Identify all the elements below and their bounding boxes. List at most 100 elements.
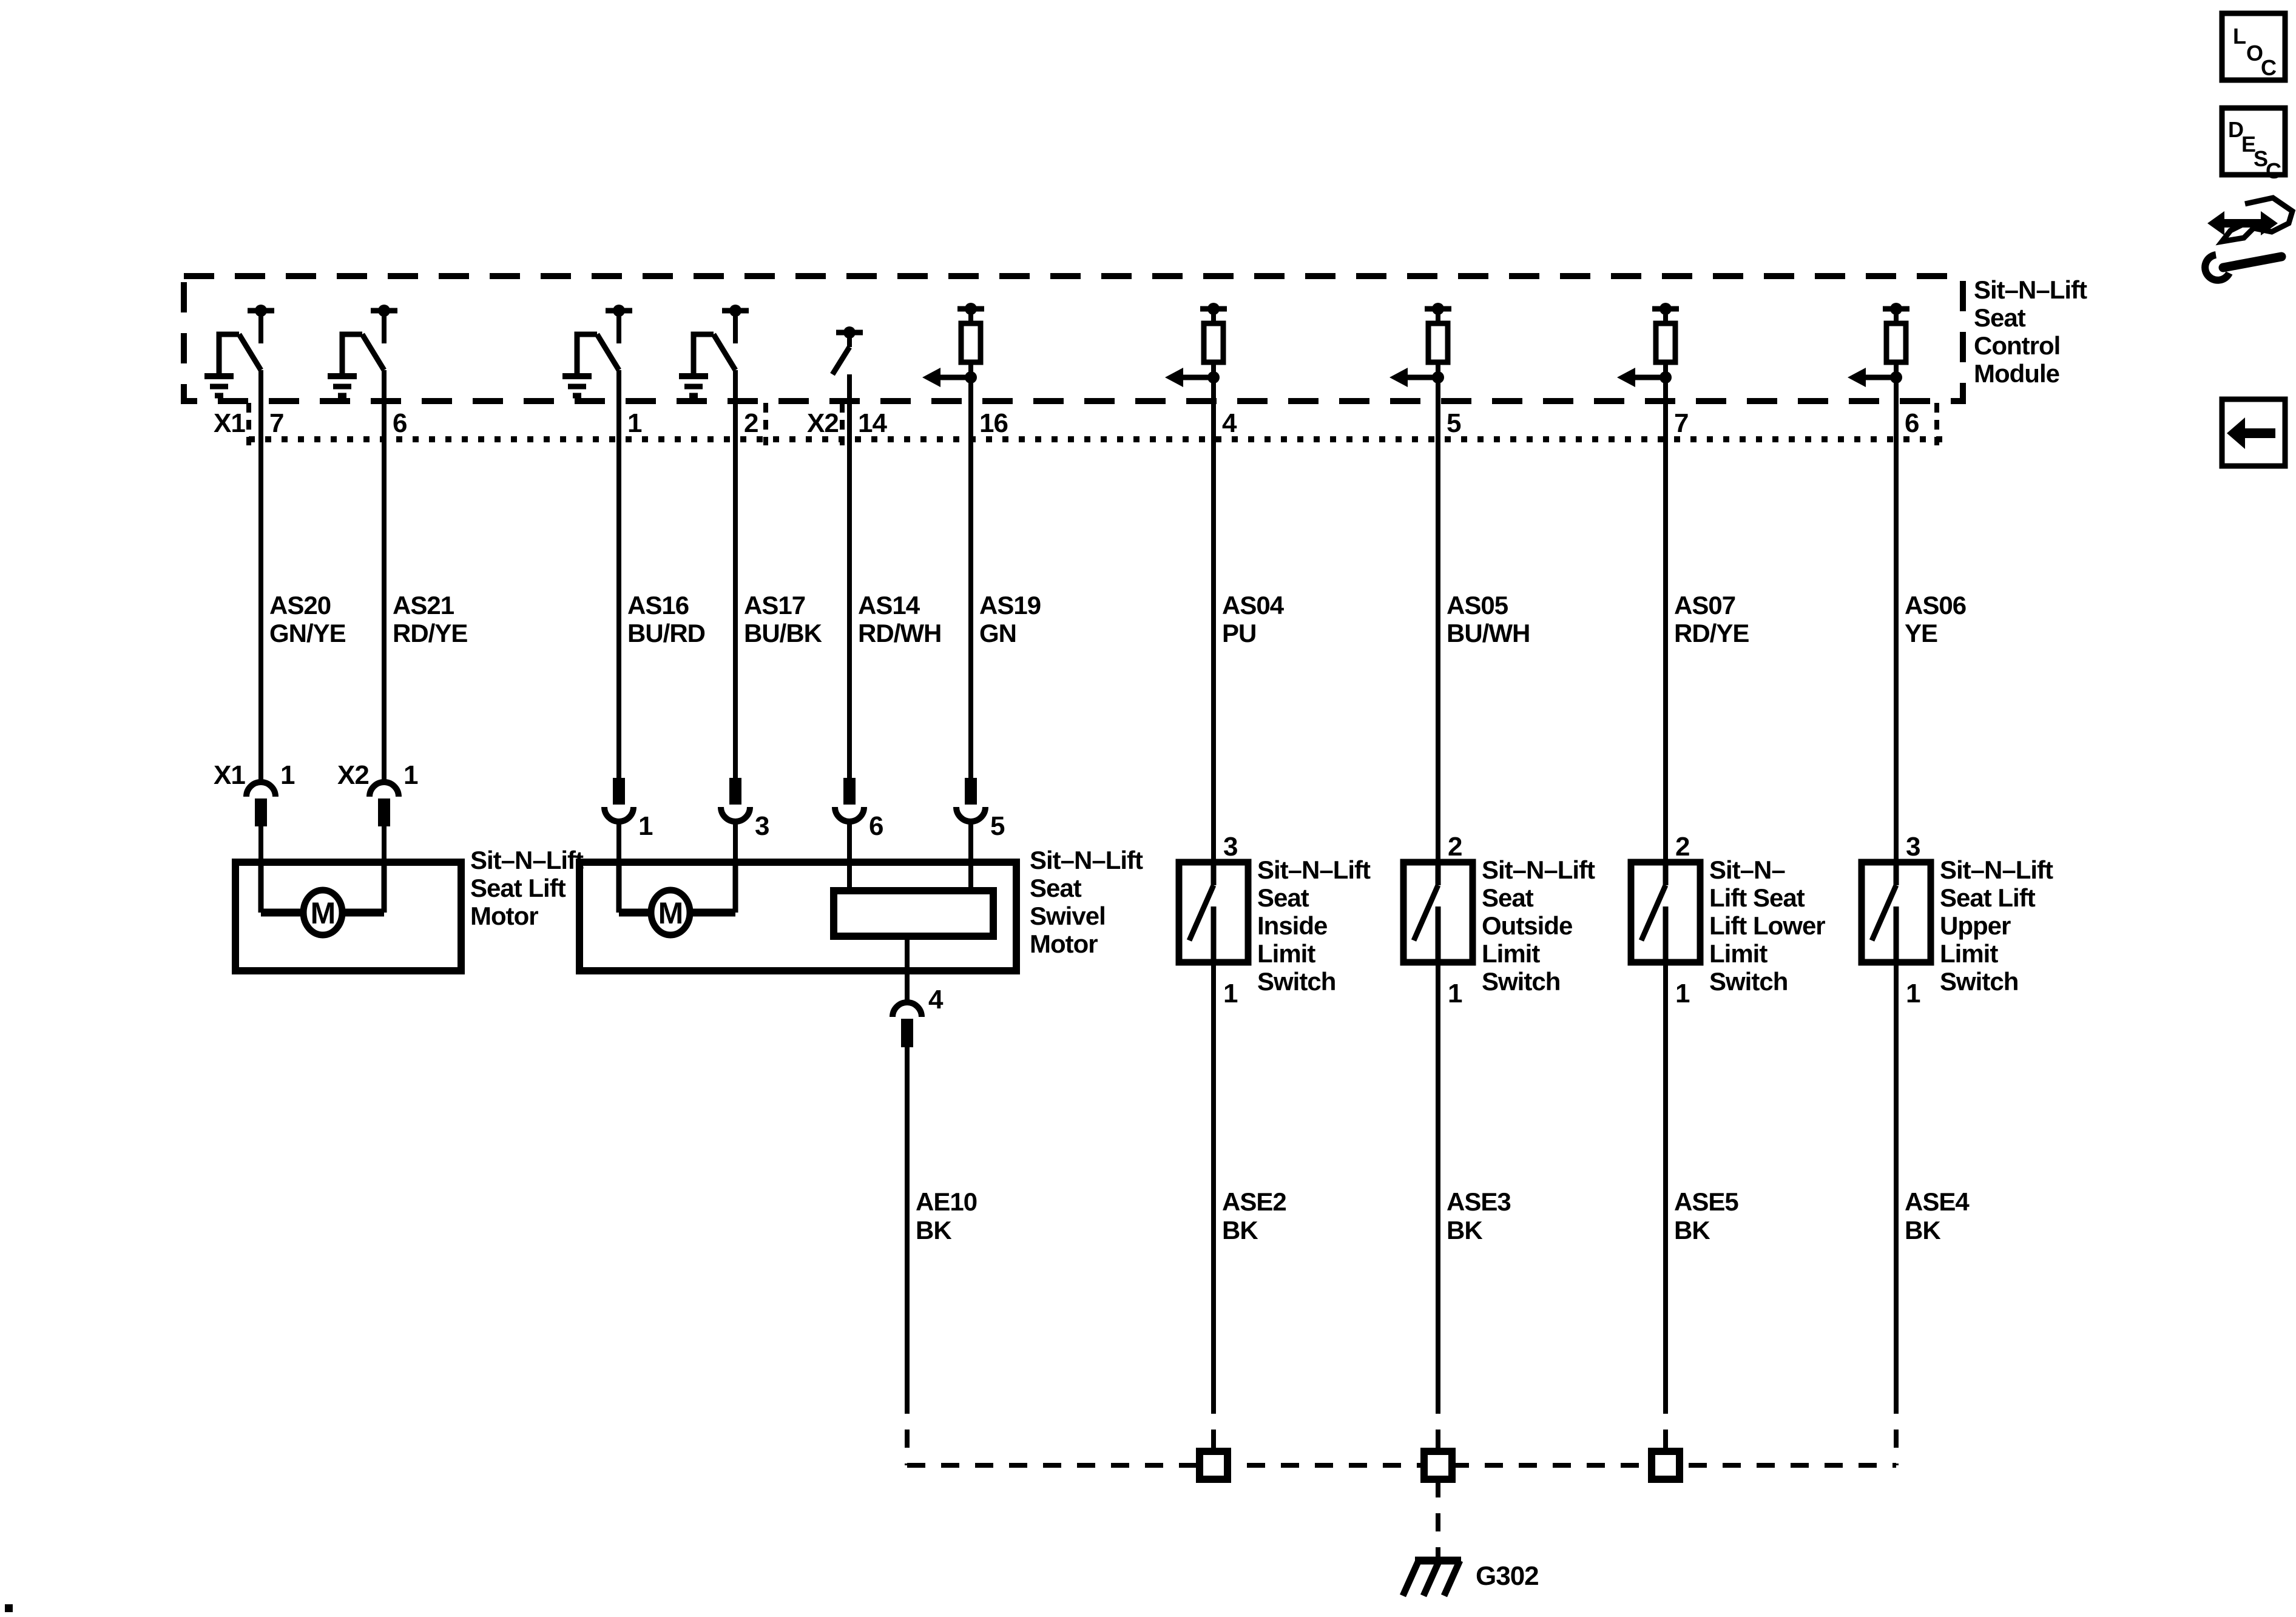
svg-text:D: D xyxy=(2228,117,2243,142)
svg-text:ASE5: ASE5 xyxy=(1674,1187,1738,1216)
module-pin: 1 xyxy=(627,408,642,438)
wire-labels-upper: AS20 GN/YE AS21 RD/YE AS16 BU/RD AS17 BU… xyxy=(269,591,1967,647)
module-pin: 7 xyxy=(269,408,283,438)
motor-letter: M xyxy=(658,896,683,930)
switch-top-pin: 3 xyxy=(1223,832,1237,862)
sense-input-resistor-1 xyxy=(922,303,984,388)
module-pin: 5 xyxy=(1447,408,1461,438)
svg-text:AS14: AS14 xyxy=(858,591,920,619)
seat-inside-limit-switch: 3 1 Sit–N–Lift Seat Inside Limit Switch xyxy=(1175,832,1371,1008)
wire-label-color: BK xyxy=(916,1216,951,1244)
svg-text:ASE2: ASE2 xyxy=(1222,1187,1286,1216)
ground-wires: AE10 BK ASE2 BK ASE3 BK ASE5 BK ASE4 BK … xyxy=(905,962,1970,1598)
inline-connectors: X1 1 X2 1 1 3 6 5 xyxy=(214,760,1005,891)
svg-text:Switch: Switch xyxy=(1940,967,2018,996)
svg-text:Control: Control xyxy=(1974,331,2060,360)
loc-button[interactable]: L O C xyxy=(2219,10,2288,83)
svg-text:Inside: Inside xyxy=(1257,911,1327,940)
svg-text:1: 1 xyxy=(1675,979,1690,1008)
svg-text:ASE3: ASE3 xyxy=(1447,1187,1511,1216)
connector-x1-pin-number: 1 xyxy=(280,760,295,790)
module-pin-row: X1 X2 7 6 1 2 14 16 4 5 7 6 xyxy=(214,403,1945,445)
connector-x2-pin-number: 1 xyxy=(403,760,418,790)
svg-text:5: 5 xyxy=(990,811,1005,841)
svg-text:Seat Lift: Seat Lift xyxy=(1940,883,2036,912)
sense-input-resistor-4 xyxy=(1617,303,1679,388)
module-pin: 16 xyxy=(979,408,1008,438)
svg-text:1: 1 xyxy=(638,811,653,841)
svg-text:Sit–N–: Sit–N– xyxy=(1709,856,1785,884)
sidebar: L O C D E S C xyxy=(2201,10,2296,469)
svg-text:Lift Lower: Lift Lower xyxy=(1709,911,1825,940)
svg-text:GN: GN xyxy=(979,619,1016,647)
module-connector-x2-label: X2 xyxy=(807,408,839,438)
svg-text:3: 3 xyxy=(755,811,769,841)
ground-label: G302 xyxy=(1476,1561,1539,1591)
svg-text:Seat: Seat xyxy=(1974,303,2026,332)
ground-splice xyxy=(1420,1448,1456,1483)
ground-splice xyxy=(1648,1448,1683,1483)
svg-text:BK: BK xyxy=(1905,1216,1940,1244)
connector-x1-label: X1 xyxy=(214,760,245,790)
wire-label-color: GN/YE xyxy=(269,619,346,647)
svg-text:BK: BK xyxy=(1674,1216,1710,1244)
svg-text:Sit–N–Lift: Sit–N–Lift xyxy=(1482,856,1595,884)
svg-text:Sit–N–Lift: Sit–N–Lift xyxy=(1940,856,2053,884)
svg-text:3: 3 xyxy=(1906,832,1920,862)
wrench-icon xyxy=(2201,251,2233,284)
motor-symbol xyxy=(300,886,346,939)
svg-text:Limit: Limit xyxy=(1482,939,1540,968)
driver-ground-switch-1 xyxy=(204,305,274,396)
svg-text:Limit: Limit xyxy=(1940,939,1998,968)
desc-button[interactable]: D E S C xyxy=(2219,105,2288,183)
driver-ground-switch-4 xyxy=(679,305,749,396)
svg-text:AS17: AS17 xyxy=(744,591,805,619)
svg-text:AS07: AS07 xyxy=(1674,591,1735,619)
svg-text:RD/YE: RD/YE xyxy=(1674,619,1749,647)
module-pin: 14 xyxy=(858,408,887,438)
svg-text:Module: Module xyxy=(1974,359,2059,388)
pointer-outline-icon xyxy=(2215,195,2296,246)
limit-switches: 3 1 Sit–N–Lift Seat Inside Limit Switch … xyxy=(1175,832,2054,1008)
svg-text:Lift Seat: Lift Seat xyxy=(1709,883,1805,912)
svg-text:Motor: Motor xyxy=(470,902,538,930)
sense-input-resistor-2 xyxy=(1165,303,1227,388)
seat-swivel-motor: M Sit–N–Lift Seat Swivel Motor 4 xyxy=(576,846,1144,1047)
connector-x1-arc xyxy=(243,779,279,797)
back-button[interactable] xyxy=(2219,396,2288,469)
lift-motor-outline xyxy=(232,859,465,974)
svg-text:C: C xyxy=(2261,55,2277,80)
back-arrow-icon xyxy=(2245,428,2275,438)
svg-text:Outside: Outside xyxy=(1482,911,1572,940)
ground-g302: G302 xyxy=(1399,1479,1539,1598)
svg-text:BU/BK: BU/BK xyxy=(744,619,822,647)
svg-text:E: E xyxy=(2241,132,2255,157)
svg-text:2: 2 xyxy=(1448,832,1462,862)
svg-text:AS06: AS06 xyxy=(1905,591,1966,619)
service-jump-icon[interactable] xyxy=(2201,195,2296,284)
svg-text:AS05: AS05 xyxy=(1447,591,1508,619)
svg-text:Limit: Limit xyxy=(1709,939,1768,968)
module-pin: 7 xyxy=(1674,408,1688,438)
wire-label-id: AE10 xyxy=(916,1187,977,1216)
svg-text:Motor: Motor xyxy=(1030,930,1098,958)
connector-x2-arc xyxy=(366,779,402,797)
module-pin: 6 xyxy=(393,408,407,438)
connector-x2-label: X2 xyxy=(337,760,369,790)
driver-open-switch xyxy=(832,326,863,374)
svg-text:PU: PU xyxy=(1222,619,1256,647)
svg-text:AS19: AS19 xyxy=(979,591,1041,619)
svg-text:1: 1 xyxy=(1448,979,1462,1008)
module-pin: 6 xyxy=(1905,408,1919,438)
svg-text:Switch: Switch xyxy=(1709,967,1788,996)
svg-text:BU/WH: BU/WH xyxy=(1447,619,1530,647)
lift-motor-label: Sit–N–Lift xyxy=(470,846,584,874)
module-pin: 4 xyxy=(1222,408,1237,438)
seat-control-module: Sit–N–Lift Seat Control Module xyxy=(181,273,2088,404)
svg-text:AS21: AS21 xyxy=(393,591,454,619)
svg-text:AS16: AS16 xyxy=(627,591,689,619)
module-label: Sit–N–Lift xyxy=(1974,275,2087,304)
svg-text:Seat: Seat xyxy=(1030,874,1082,902)
